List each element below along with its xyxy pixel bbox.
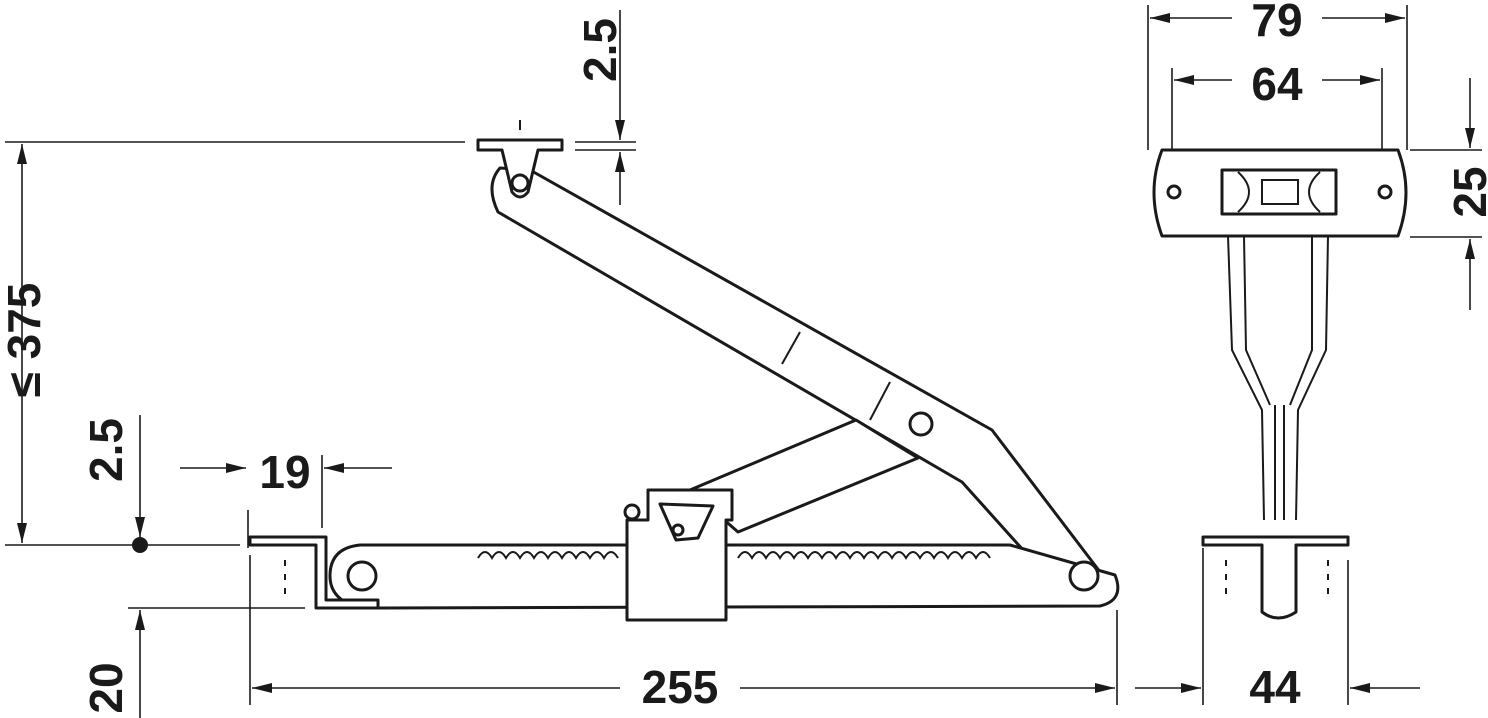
pivot-hole-top xyxy=(510,173,530,193)
end-view-stay xyxy=(1152,148,1408,620)
end-view-dimensions: 79 64 25 44 xyxy=(1135,0,1488,713)
pivot-hole-mid xyxy=(908,411,934,437)
dim-base-height: 20 xyxy=(80,662,132,713)
dim-base-width: 44 xyxy=(1249,661,1301,713)
upper-arm xyxy=(490,166,1112,602)
dim-bottom-plate-thickness: 2.5 xyxy=(80,418,132,482)
dim-plate-height: 25 xyxy=(1444,166,1488,217)
dim-flange-width: 19 xyxy=(259,446,310,498)
side-view-stay xyxy=(248,120,1120,622)
top-bracket xyxy=(476,138,564,199)
dim-overall-width: 79 xyxy=(1251,0,1302,46)
dim-top-plate-thickness: 2.5 xyxy=(574,18,626,82)
ratchet-teeth xyxy=(477,551,991,560)
dim-overall-length: 255 xyxy=(642,661,719,713)
pivot-hole-end xyxy=(1068,560,1100,592)
reference-dot xyxy=(132,537,148,553)
base-flange xyxy=(248,535,380,610)
pivot-hole-base xyxy=(346,560,378,592)
side-view-dimensions: ≤ 375 2.5 2.5 19 20 255 xyxy=(0,10,1118,718)
stem xyxy=(1227,235,1329,521)
dim-max-height: ≤ 375 xyxy=(0,283,50,398)
end-base xyxy=(1201,535,1350,620)
dim-hole-spacing: 64 xyxy=(1251,58,1303,110)
